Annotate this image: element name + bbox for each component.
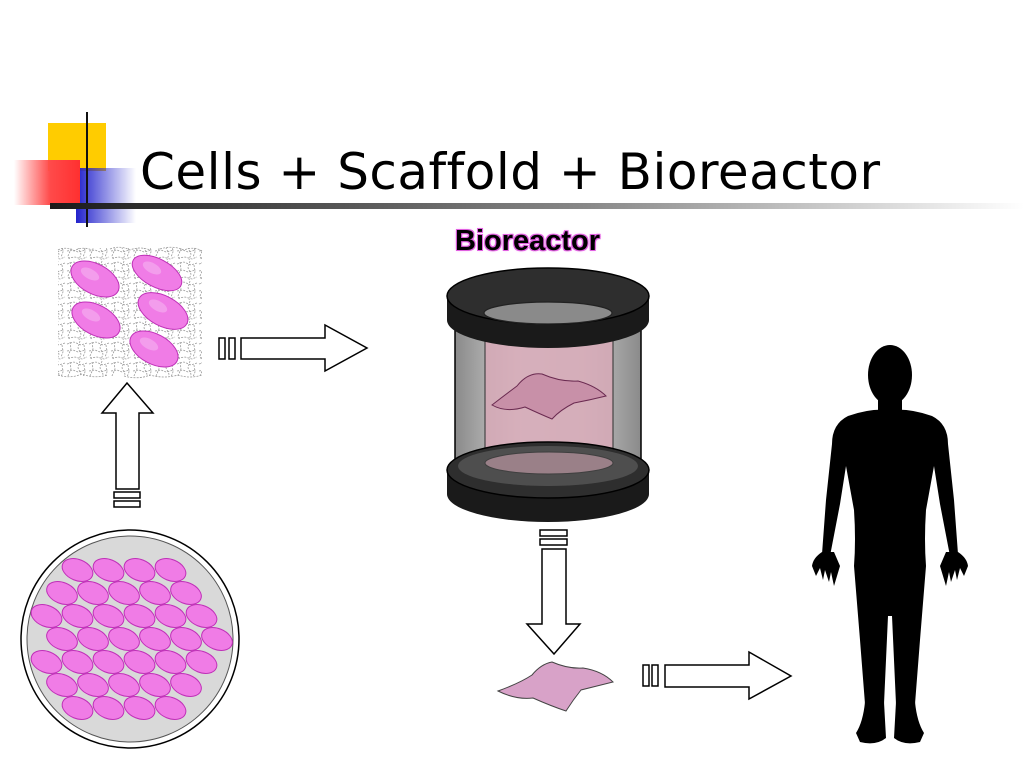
dish-cell [108,673,140,697]
dish-cell [46,581,78,605]
title-decoration [14,112,1024,227]
scaffold-with-cells-icon [57,246,203,379]
dish-cell [92,696,125,720]
arrow-bioreactor-to-tissue [525,529,582,656]
dish-cell [170,581,202,605]
dish-cell [185,650,218,674]
dish-cell [139,627,171,651]
dish-cell [123,696,156,720]
red-square [14,160,80,205]
dish-cell [108,627,140,651]
dish-cell [61,604,94,628]
petri-dish-icon [20,529,240,749]
dish-cell [46,673,78,697]
engineered-tissue-icon [496,661,614,712]
dish-cell [123,558,156,582]
dish-cell [61,696,94,720]
dish-cell [92,558,125,582]
dish-cell [201,627,233,651]
dish-cell [92,604,125,628]
dish-cell [46,627,78,651]
dish-cell [123,604,156,628]
bioreactor-icon [446,267,650,522]
arrow-dish-to-scaffold [100,381,155,508]
human-silhouette-icon [812,345,968,744]
dish-cell [77,673,109,697]
dish-cell [30,650,63,674]
dish-cell [61,650,94,674]
dish-cell [170,673,202,697]
title-underline [50,203,1024,209]
blue-square [76,168,136,223]
dish-cell [139,581,171,605]
dish-cell [92,650,125,674]
dish-cell [154,558,187,582]
dish-cell [185,604,218,628]
dish-cell [139,673,171,697]
dish-cell [30,604,63,628]
dish-cell [154,650,187,674]
dish-cell [123,650,156,674]
dish-cell [154,604,187,628]
dish-cell [77,627,109,651]
dish-cell [154,696,187,720]
dish-cell [170,627,202,651]
dish-cell [108,581,140,605]
arrow-tissue-to-human [642,650,793,701]
arrow-scaffold-to-bioreactor [218,323,369,373]
bioreactor-label: Bioreactor [455,225,601,257]
dish-cell [77,581,109,605]
slide-title: Cells + Scaffold + Bioreactor [140,143,881,201]
dish-cell [61,558,94,582]
